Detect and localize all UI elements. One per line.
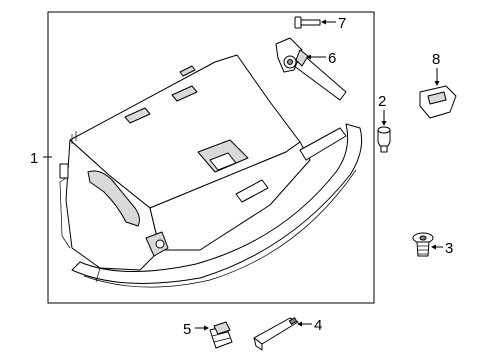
screw-7-part (294, 16, 321, 29)
callout-4: 4 (314, 317, 322, 334)
damper-arm-part (275, 37, 347, 101)
bracket-8-part (419, 85, 457, 119)
callout-7: 7 (338, 15, 346, 32)
glove-box-part (59, 54, 363, 288)
bumper-2-part (377, 126, 391, 153)
callout-8: 8 (432, 51, 440, 68)
callout-5: 5 (183, 321, 191, 338)
callout-3: 3 (445, 240, 453, 257)
cover-4-part (253, 317, 299, 351)
callout-1: 1 (30, 150, 38, 167)
callout-6: 6 (328, 50, 336, 67)
clip-5-part (209, 321, 233, 349)
clip-3-part (412, 232, 434, 257)
callout-2: 2 (378, 93, 386, 110)
leader-lines (43, 19, 443, 331)
